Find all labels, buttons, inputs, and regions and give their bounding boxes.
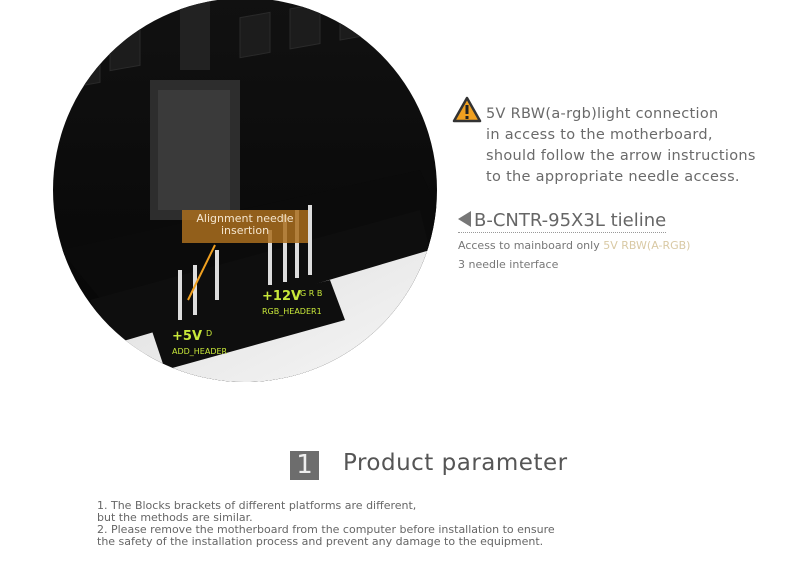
header-label-5v: +5V xyxy=(172,329,202,344)
note-line: but the methods are similar. xyxy=(97,511,253,524)
access-text: Access to mainboard only xyxy=(458,239,604,252)
header-label-rgb: RGB_HEADER1 xyxy=(262,307,322,316)
tieline-label: B-CNTR-95X3L tieline xyxy=(474,210,667,231)
section-number: 1 xyxy=(290,451,319,480)
warning-icon xyxy=(452,96,482,123)
warning-line: to the appropriate needle access. xyxy=(486,169,740,185)
warning-text: 5V RBW(a-rgb)light connection in access … xyxy=(486,104,756,188)
note-line: 1. The Blocks brackets of different plat… xyxy=(97,499,417,512)
note-line: 2. Please remove the motherboard from th… xyxy=(97,523,555,536)
header-label-add: ADD_HEADER xyxy=(172,347,228,356)
interface-text: 3 needle interface xyxy=(458,258,559,271)
notes: 1. The Blocks brackets of different plat… xyxy=(97,500,555,548)
header-label-12v: +12V xyxy=(262,289,301,304)
header-label-grb: G R B xyxy=(300,289,322,298)
arrow-left-icon xyxy=(458,211,471,227)
header-label-d: D xyxy=(206,329,212,338)
callout-line: Alignment needle xyxy=(196,212,294,225)
warning-line: in access to the motherboard, xyxy=(486,127,713,143)
access-highlight: 5V RBW(A-RGB) xyxy=(603,239,691,252)
section-title: Product parameter xyxy=(343,450,568,476)
note-line: the safety of the installation process a… xyxy=(97,535,544,548)
product-photo: +5V D ADD_HEADER +12V G R B RGB_HEADER1 xyxy=(53,0,437,382)
warning-line: should follow the arrow instructions xyxy=(486,148,756,164)
callout-line: insertion xyxy=(220,224,270,237)
tieline-title: B-CNTR-95X3L tieline xyxy=(458,210,667,233)
warning-line: 5V RBW(a-rgb)light connection xyxy=(486,106,719,122)
tieline-description: Access to mainboard only 5V RBW(A-RGB) 3… xyxy=(458,236,690,274)
